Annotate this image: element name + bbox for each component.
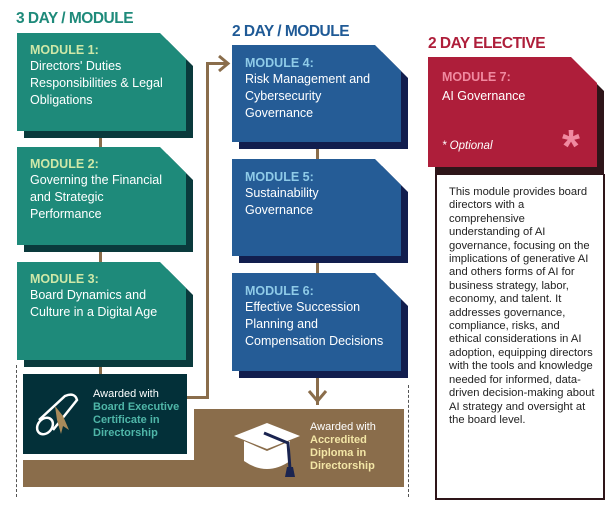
diploma-award-box: Awarded with Accredited Diploma in Direc… — [194, 409, 404, 477]
scroll-certificate-icon — [35, 393, 79, 436]
optional-note: * Optional — [442, 140, 493, 152]
heading-elective: 2 DAY ELECTIVE — [428, 35, 546, 52]
connector-left — [99, 130, 102, 380]
award-name: Board Executive Certificate in Directors… — [93, 401, 180, 439]
arrow-down-icon — [307, 390, 328, 404]
module-4-card: MODULE 4: Risk Management and Cybersecur… — [232, 45, 401, 142]
module-label: MODULE 6: — [245, 284, 314, 298]
module-5-card: MODULE 5: Sustainability Governance — [232, 159, 401, 256]
connector-right — [316, 140, 319, 405]
connector-up — [206, 62, 209, 399]
module-3-card: MODULE 3: Board Dynamics and Culture in … — [17, 262, 186, 360]
module-2-card: MODULE 2: Governing the Financial and St… — [17, 147, 186, 245]
heading-3-day: 3 DAY / MODULE — [16, 10, 134, 27]
connector-cert — [186, 396, 209, 399]
module-title: Board Dynamics and Culture in a Digital … — [30, 288, 158, 319]
arrow-right-icon — [218, 54, 231, 73]
graduation-cap-icon — [234, 423, 300, 477]
module-7-card: MODULE 7: AI Governance * Optional * — [428, 57, 597, 167]
module-label: MODULE 7: — [442, 70, 511, 84]
module-6-card: MODULE 6: Effective Succession Planning … — [232, 273, 401, 371]
module-1-card: MODULE 1: Directors' Duties Responsibili… — [17, 33, 186, 131]
award-prefix: Awarded with — [93, 388, 159, 400]
module-title: Sustainability Governance — [245, 186, 319, 217]
module-title: Effective Succession Planning and Compen… — [245, 300, 384, 348]
module-title: Governing the Financial and Strategic Pe… — [30, 173, 163, 221]
module-label: MODULE 3: — [30, 272, 99, 286]
dashed-border-left — [16, 365, 17, 497]
asterisk-icon: * — [562, 120, 580, 172]
award-prefix: Awarded with — [310, 421, 376, 433]
heading-2-day: 2 DAY / MODULE — [232, 23, 350, 40]
module-label: MODULE 5: — [245, 170, 314, 184]
award-name: Accredited Diploma in Directorship — [310, 434, 375, 472]
module-label: MODULE 1: — [30, 43, 99, 57]
module-label: MODULE 2: — [30, 157, 99, 171]
module-title: Risk Management and Cybersecurity Govern… — [245, 72, 371, 120]
elective-description: This module provides board directors wit… — [435, 174, 605, 500]
certificate-award-box: Awarded with Board Executive Certificate… — [23, 374, 187, 454]
dashed-border-right — [408, 385, 409, 497]
connector-top — [206, 62, 228, 65]
module-title: AI Governance — [442, 89, 526, 103]
module-label: MODULE 4: — [245, 56, 314, 70]
module-title: Directors' Duties Responsibilities & Leg… — [30, 59, 163, 107]
